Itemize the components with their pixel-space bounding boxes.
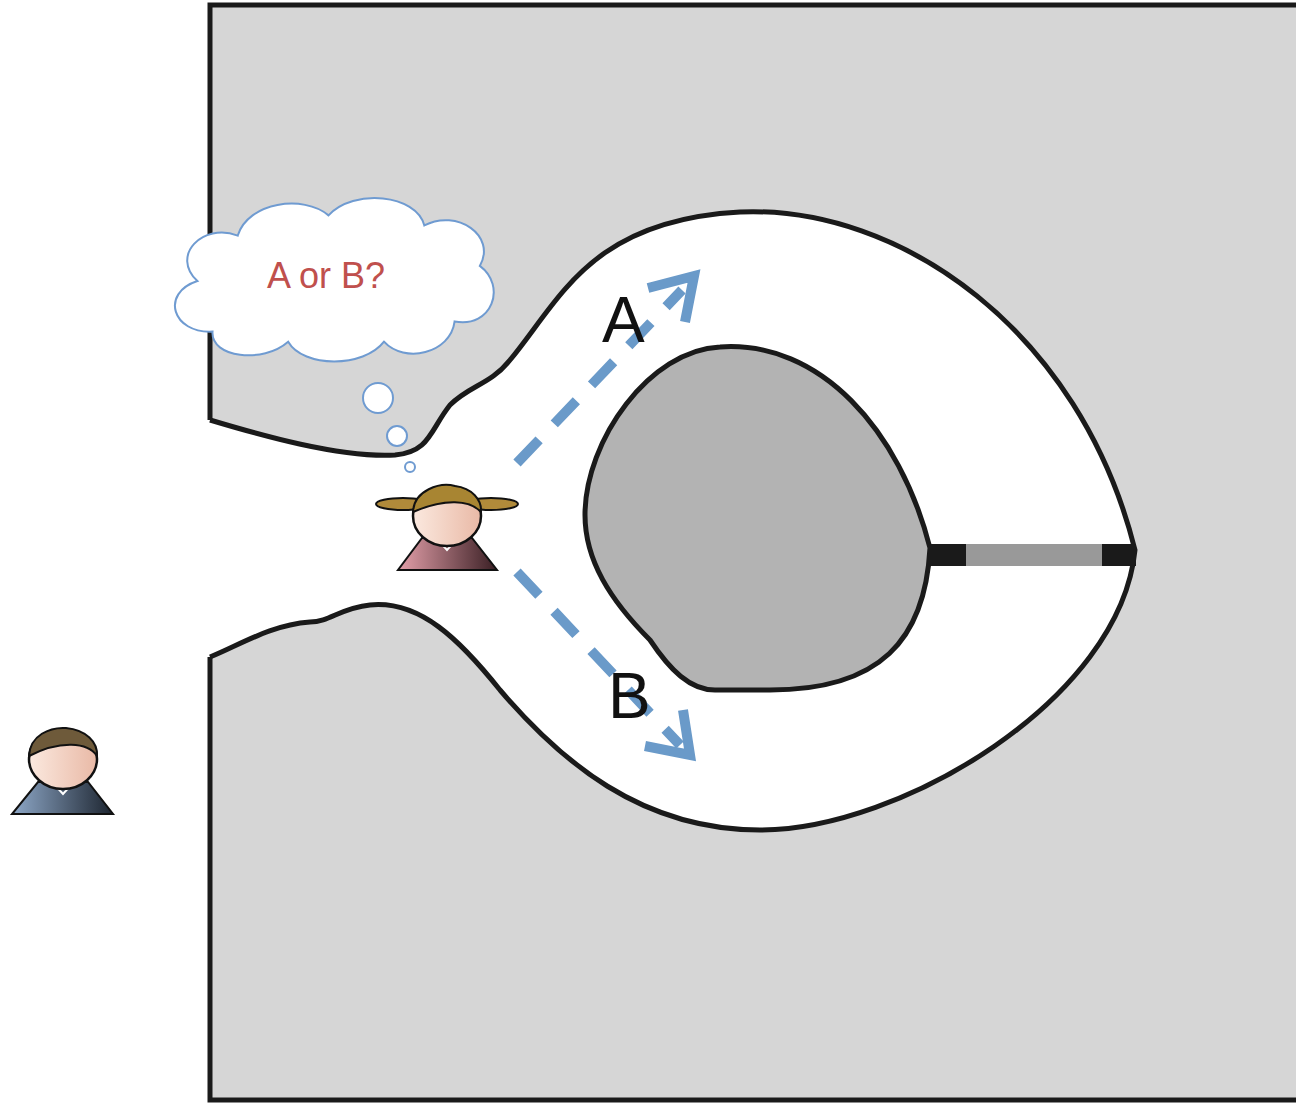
girl-figure <box>376 485 518 570</box>
building-wall <box>210 5 1296 1100</box>
boy-figure <box>12 728 113 814</box>
thought-bubble <box>387 426 407 446</box>
route-label: A <box>602 288 645 352</box>
arrow-head <box>645 710 690 755</box>
door-frame <box>930 544 966 566</box>
thought-bubble <box>363 383 393 413</box>
door <box>966 544 1102 566</box>
obstacle <box>585 347 930 690</box>
route-arrow <box>517 290 682 463</box>
arrow-head <box>648 276 694 322</box>
thought-cloud-node: A or B? <box>152 180 500 372</box>
route-arrow <box>517 572 680 745</box>
thought-bubble <box>405 462 415 472</box>
door-frame <box>1102 544 1136 566</box>
thought-text: A or B? <box>152 180 500 372</box>
route-label: B <box>608 664 651 728</box>
